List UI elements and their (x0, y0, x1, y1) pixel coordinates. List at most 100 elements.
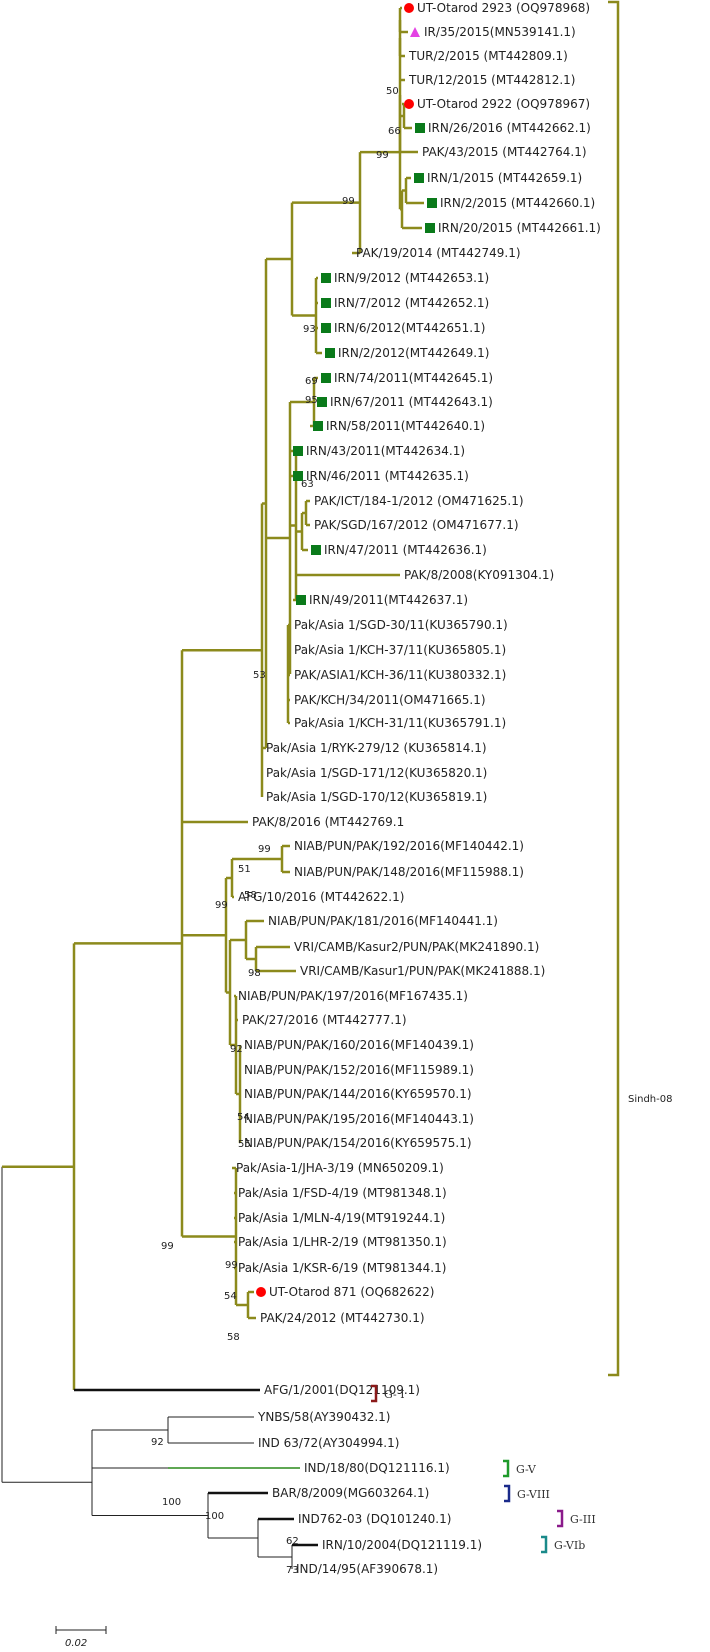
bootstrap-value: 63 (301, 479, 314, 490)
leaf-label: PAK/ICT/184-1/2012 (OM471625.1) (314, 494, 524, 508)
green-square-marker (325, 348, 335, 358)
bootstrap-value: 93 (303, 324, 316, 335)
leaf-label: IND 63/72(AY304994.1) (258, 1436, 399, 1450)
leaf-label: IR/35/2015(MN539141.1) (424, 25, 576, 39)
leaf-label: NIAB/PUN/PAK/195/2016(MF140443.1) (244, 1112, 474, 1126)
leaf-label: PAK/19/2014 (MT442749.1) (356, 246, 521, 260)
bootstrap-value: 54 (224, 1291, 237, 1302)
genotype-label: G- I (384, 1388, 405, 1401)
red-circle-marker (256, 1287, 266, 1297)
leaf-label: PAK/8/2008(KY091304.1) (404, 568, 554, 582)
leaf-label: IRN/47/2011 (MT442636.1) (324, 543, 487, 557)
genotype-bracket (504, 1484, 511, 1503)
bootstrap-value: 99 (215, 900, 228, 911)
bootstrap-value: 51 (238, 864, 251, 875)
leaf-label: UT-Otarod 2923 (OQ978968) (417, 1, 590, 15)
leaf-label: IRN/10/2004(DQ121119.1) (322, 1538, 482, 1552)
red-circle-marker (404, 99, 414, 109)
leaf-label: PAK/43/2015 (MT442764.1) (422, 145, 587, 159)
green-square-marker (313, 421, 323, 431)
leaf-label: Pak/Asia 1/KSR-6/19 (MT981344.1) (238, 1261, 446, 1275)
leaf-label: IRN/74/2011(MT442645.1) (334, 371, 493, 385)
leaf-label: IND/14/95(AF390678.1) (296, 1562, 438, 1576)
leaf-label: PAK/24/2012 (MT442730.1) (260, 1311, 425, 1325)
bootstrap-value: 99 (225, 1260, 238, 1271)
leaf-label: Pak/Asia 1/SGD-171/12(KU365820.1) (266, 766, 487, 780)
scale-label: 0.02 (65, 1638, 87, 1649)
leaf-label: IND/18/80(DQ121116.1) (304, 1461, 450, 1475)
leaf-label: IRN/6/2012(MT442651.1) (334, 321, 485, 335)
green-square-marker (427, 198, 437, 208)
leaf-label: IRN/1/2015 (MT442659.1) (427, 171, 582, 185)
bootstrap-values: 5066999993699563539951995898925455999954… (151, 86, 401, 1576)
bootstrap-value: 92 (151, 1437, 164, 1448)
leaf-label: NIAB/PUN/PAK/181/2016(MF140441.1) (268, 914, 498, 928)
leaf-label: YNBS/58(AY390432.1) (257, 1410, 391, 1424)
leaf-label: IRN/2/2015 (MT442660.1) (440, 196, 595, 210)
leaf-label: BAR/8/2009(MG603264.1) (272, 1486, 429, 1500)
green-square-marker (321, 373, 331, 383)
leaf-label: IRN/20/2015 (MT442661.1) (438, 221, 601, 235)
leaf-label: Pak/Asia 1/SGD-30/11(KU365790.1) (294, 618, 508, 632)
leaf-label: IRN/7/2012 (MT442652.1) (334, 296, 489, 310)
bootstrap-value: 54 (237, 1112, 250, 1123)
bootstrap-value: 100 (205, 1511, 224, 1522)
scale-bar: 0.02 (55, 1626, 107, 1649)
bootstrap-value: 99 (258, 844, 271, 855)
leaf-label: IRN/67/2011 (MT442643.1) (330, 395, 493, 409)
leaf-label: Pak/Asia 1/KCH-31/11(KU365791.1) (294, 716, 506, 730)
leaf-label: IRN/2/2012(MT442649.1) (338, 346, 489, 360)
leaf-label: VRI/CAMB/Kasur2/PUN/PAK(MK241890.1) (294, 940, 539, 954)
genotype-brackets: Sindh-08 G- I G-V G-VIII G-III G-VIb (371, 0, 672, 1554)
leaf-label: NIAB/PUN/PAK/197/2016(MF167435.1) (238, 989, 468, 1003)
leaf-label: NIAB/PUN/PAK/144/2016(KY659570.1) (244, 1087, 472, 1101)
bootstrap-value: 53 (253, 670, 266, 681)
green-square-marker (317, 397, 327, 407)
green-square-marker (293, 471, 303, 481)
genotype-label: Sindh-08 (628, 1094, 672, 1105)
leaf-label: Pak/Asia 1/LHR-2/19 (MT981350.1) (238, 1235, 447, 1249)
leaf-label: AFG/10/2016 (MT442622.1) (238, 890, 404, 904)
leaf-label: IRN/9/2012 (MT442653.1) (334, 271, 489, 285)
magenta-triangle-marker (410, 27, 420, 37)
bootstrap-value: 92 (230, 1044, 243, 1055)
genotype-label: G-V (516, 1463, 537, 1476)
leaf-label: NIAB/PUN/PAK/148/2016(MF115988.1) (294, 865, 524, 879)
leaf-label: TUR/12/2015 (MT442812.1) (408, 73, 575, 87)
leaf-label: NIAB/PUN/PAK/160/2016(MF140439.1) (244, 1038, 474, 1052)
genotype-bracket (557, 1509, 564, 1528)
leaf-label: NIAB/PUN/PAK/152/2016(MF115989.1) (244, 1063, 474, 1077)
green-square-marker (311, 545, 321, 555)
bootstrap-value: 100 (162, 1497, 181, 1508)
green-square-marker (296, 595, 306, 605)
leaf-labels: UT-Otarod 2923 (OQ978968) IR/35/2015(MN53… (236, 1, 601, 1576)
leaf-label: Pak/Asia 1/SGD-170/12(KU365819.1) (266, 790, 487, 804)
genotype-label: G-VIII (517, 1488, 550, 1501)
green-square-marker (321, 298, 331, 308)
red-circle-marker (404, 3, 414, 13)
leaf-label: IRN/43/2011(MT442634.1) (306, 444, 465, 458)
leaf-label: Pak/Asia-1/JHA-3/19 (MN650209.1) (236, 1161, 444, 1175)
leaf-label: NIAB/PUN/PAK/192/2016(MF140442.1) (294, 839, 524, 853)
leaf-label: UT-Otarod 871 (OQ682622) (269, 1285, 434, 1299)
green-square-marker (425, 223, 435, 233)
leaf-label: UT-Otarod 2922 (OQ978967) (417, 97, 590, 111)
bootstrap-value: 95 (305, 395, 318, 406)
green-square-marker (414, 173, 424, 183)
leaf-label: IND762-03 (DQ101240.1) (298, 1512, 451, 1526)
genotype-label: G-VIb (554, 1539, 585, 1552)
leaf-label: PAK/KCH/34/2011(OM471665.1) (294, 693, 486, 707)
leaf-label: AFG/1/2001(DQ121109.1) (264, 1383, 420, 1397)
green-square-marker (293, 446, 303, 456)
genotype-bracket (371, 1384, 378, 1403)
green-square-marker (321, 273, 331, 283)
leaf-label: PAK/27/2016 (MT442777.1) (242, 1013, 407, 1027)
bootstrap-value: 50 (386, 86, 399, 97)
genotype-bracket (541, 1535, 548, 1554)
leaf-label: Pak/Asia 1/FSD-4/19 (MT981348.1) (238, 1186, 447, 1200)
bootstrap-value: 55 (238, 1139, 251, 1150)
tree-branches (1, 6, 424, 1569)
genotype-label: G-III (570, 1513, 596, 1526)
bootstrap-value: 58 (227, 1332, 240, 1343)
